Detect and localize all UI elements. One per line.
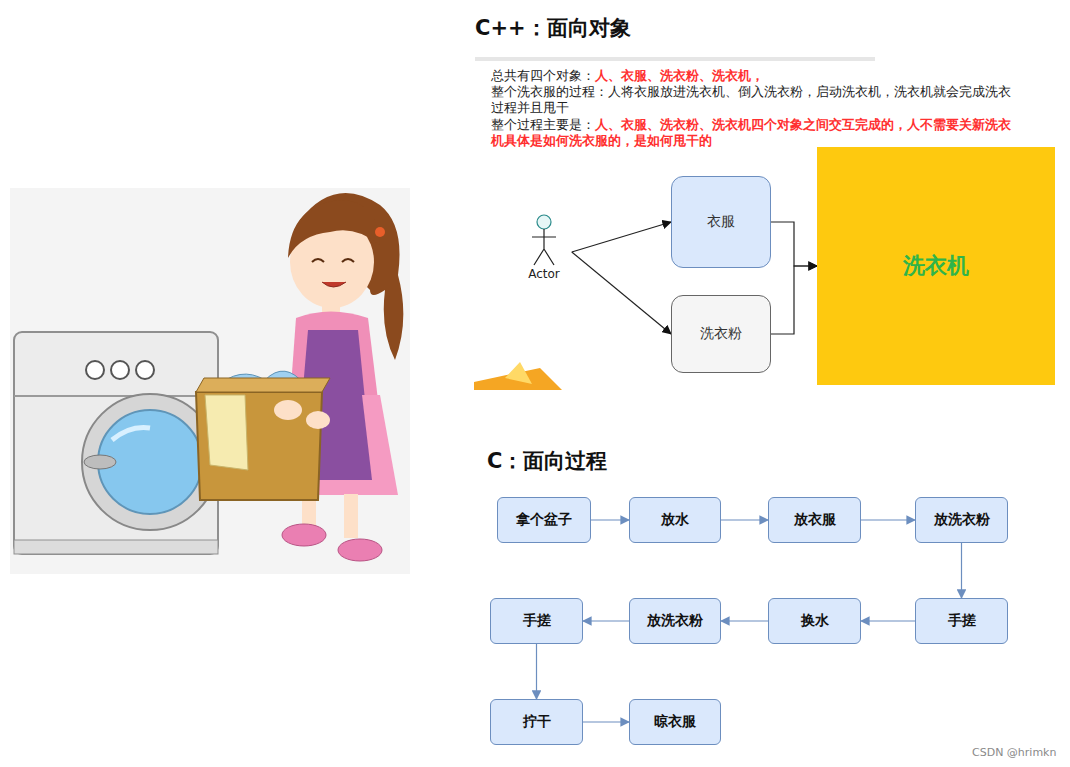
box-label: 换水: [801, 612, 829, 630]
process-box: 放水: [629, 497, 721, 543]
connector-arrow: [771, 266, 817, 334]
process-box: 手搓: [490, 598, 583, 644]
process-box: 放洗衣粉: [915, 497, 1008, 543]
box-label: 衣服: [707, 213, 735, 231]
box-label: 洗衣粉: [700, 325, 742, 343]
process-box: 拿个盆子: [497, 497, 591, 543]
box-label: 放洗衣粉: [647, 612, 703, 630]
connector-arrow: [721, 519, 768, 520]
stick-figure: [520, 213, 568, 267]
process-box: 放衣服: [768, 497, 861, 543]
note-paragraph: 总共有四个对象：人、衣服、洗衣粉、洗衣机，: [491, 68, 1011, 84]
box-label: 洗衣机: [903, 251, 969, 281]
connector-arrow: [572, 252, 671, 334]
box-label: 放衣服: [794, 511, 836, 529]
note-text: 整个过程主要是：: [491, 117, 595, 132]
process-box: 晾衣服: [629, 699, 721, 745]
connector-arrow: [861, 620, 915, 621]
section-heading: C：面向过程: [487, 447, 607, 475]
actor-figure: Actor: [518, 213, 570, 291]
note-emphasis: 人、衣服、洗衣粉、洗衣机，: [595, 68, 764, 83]
process-box: 拧干: [490, 699, 583, 745]
box-label: 手搓: [948, 612, 976, 630]
note-paragraph: 整个过程主要是：人、衣服、洗衣粉、洗衣机四个对象之间交互完成的，人不需要关新洗衣…: [491, 117, 1011, 149]
connector-arrow: [583, 620, 629, 621]
connector-arrow: [572, 222, 671, 252]
connector-arrow: [583, 721, 629, 722]
box-label: 晾衣服: [654, 713, 696, 731]
section-heading: C++：面向对象: [475, 14, 631, 42]
box-label: 放水: [661, 511, 689, 529]
watermark: CSDN @hrimkn: [972, 746, 1056, 759]
heading-rule: [475, 57, 875, 61]
box-label: 拧干: [523, 713, 551, 731]
box-label: 拿个盆子: [516, 511, 572, 529]
connector-arrow: [961, 543, 962, 598]
connector-arrow: [721, 620, 768, 621]
actor-label: Actor: [528, 267, 560, 281]
process-box: 手搓: [915, 598, 1008, 644]
illustration-ground: [10, 188, 410, 574]
note-paragraph: 整个洗衣服的过程：人将衣服放进洗衣机、倒入洗衣粉，启动洗衣机，洗衣机就会完成洗衣…: [491, 84, 1011, 116]
note-text: 整个洗衣服的过程：人将衣服放进洗衣机、倒入洗衣粉，启动洗衣机，洗衣机就会完成洗衣…: [491, 84, 1011, 115]
box-label: 手搓: [523, 612, 551, 630]
washer-box: 洗衣机: [817, 147, 1055, 385]
connector-arrow: [861, 519, 915, 520]
washing-machine-picture: [14, 332, 218, 554]
object-box: 洗衣粉: [671, 295, 771, 373]
connector-arrow: [536, 644, 537, 699]
process-box: 换水: [768, 598, 861, 644]
object-box: 衣服: [671, 176, 771, 268]
note-text: 总共有四个对象：: [491, 68, 595, 83]
process-box: 放洗衣粉: [629, 598, 721, 644]
connector-arrow: [771, 222, 817, 266]
laundry-box-picture: [196, 371, 330, 500]
ribbon-decoration: [505, 362, 532, 384]
box-label: 放洗衣粉: [934, 511, 990, 529]
connector-arrow: [591, 519, 629, 520]
